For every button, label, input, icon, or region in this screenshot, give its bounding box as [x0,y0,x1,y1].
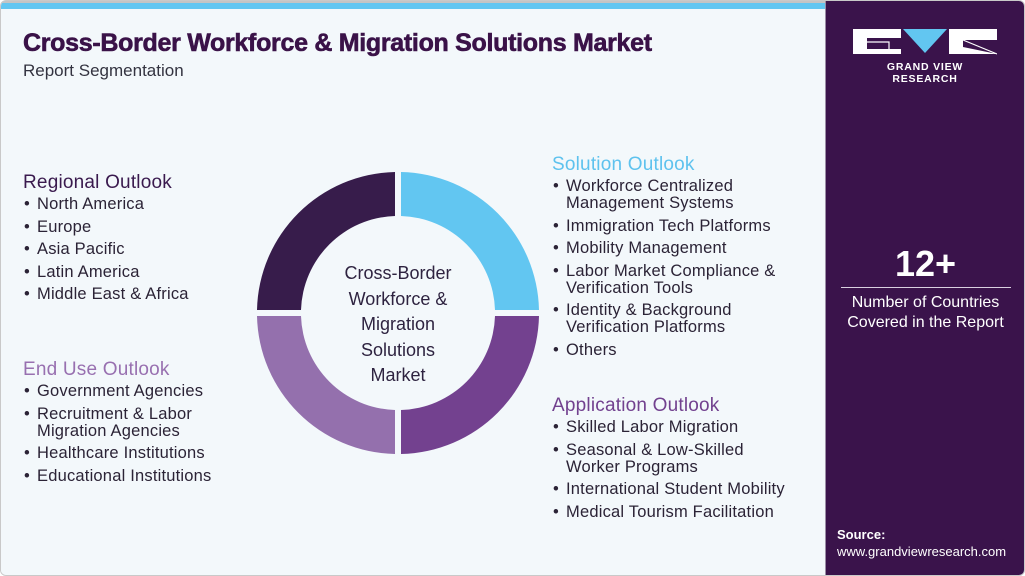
list-item: Healthcare Institutions [23,445,212,463]
list-item: Asia Pacific [23,241,189,259]
center-label-line: Migration [360,314,436,335]
list-item: Skilled Labor Migration [552,419,785,437]
segmentation-donut-chart [257,172,539,454]
list-item: North America [23,196,189,214]
donut-segment-end-use [257,316,395,454]
center-label-line: Market [370,365,426,386]
end-use-list: Government Agencies Recruitment & Labor … [23,383,212,485]
country-count-stat: 12+ [894,243,957,284]
section-title: Application Outlook [552,395,720,416]
source-label: Source: [837,527,886,542]
list-item: Mobility Management [552,240,776,258]
regional-list: North America Europe Asia Pacific Latin … [23,196,189,304]
list-item: Europe [23,218,189,236]
application-outlook-section: Application Outlook Skilled Labor Migrat… [552,395,785,526]
section-title: Regional Outlook [23,172,172,193]
donut-segment-application [401,316,539,454]
list-item: Educational Institutions [23,467,212,485]
center-label-line: Workforce & [348,288,448,309]
section-title: End Use Outlook [23,359,170,380]
application-list: Skilled Labor Migration Seasonal & Low-S… [552,419,785,521]
list-item: Others [552,341,776,359]
country-count-label: Number of Countries Covered in the Repor… [825,293,1024,333]
list-item: Government Agencies [23,383,212,401]
solution-outlook-section: Solution Outlook Workforce Centralized M… [552,154,776,365]
logo-wordmark: GRAND VIEW RESEARCH [886,61,964,85]
list-item: Identity & Background Verification Platf… [552,302,776,336]
list-item: Medical Tourism Facilitation [552,503,785,521]
solution-list: Workforce Centralized Management Systems… [552,178,776,359]
list-item: Workforce Centralized Management Systems [552,178,776,212]
list-item: Seasonal & Low-Skilled Worker Programs [552,441,785,476]
sidebar-panel [825,1,1024,575]
donut-center-label: Cross-Border Workforce & Migration Solut… [317,261,479,389]
top-accent-bar [1,1,825,9]
list-item: Middle East & Africa [23,286,189,304]
section-title: Solution Outlook [552,154,695,175]
stat-label-line: Covered in the Report [847,314,1004,331]
center-label-line: Solutions [360,339,436,360]
grand-view-research-logo-icon [853,29,997,55]
list-item: Recruitment & Labor Migration Agencies [23,405,212,440]
list-item: International Student Mobility [552,481,785,499]
donut-segments [257,172,539,454]
page-title: Cross-Border Workforce & Migration Solut… [23,29,653,58]
stat-divider [841,287,1011,288]
list-item: Latin America [23,263,189,281]
donut-segment-solution [401,172,539,310]
center-label-line: Cross-Border [344,263,452,283]
regional-outlook-section: Regional Outlook North America Europe As… [23,172,189,309]
stat-label-line: Number of Countries [851,294,1000,311]
list-item: Immigration Tech Platforms [552,217,776,235]
list-item: Labor Market Compliance & Verification T… [552,262,776,297]
end-use-outlook-section: End Use Outlook Government Agencies Recr… [23,359,212,490]
source-url-link[interactable]: www.grandviewresearch.com [837,544,1007,559]
page-subtitle: Report Segmentation [23,61,184,80]
donut-segment-regional [257,172,395,310]
